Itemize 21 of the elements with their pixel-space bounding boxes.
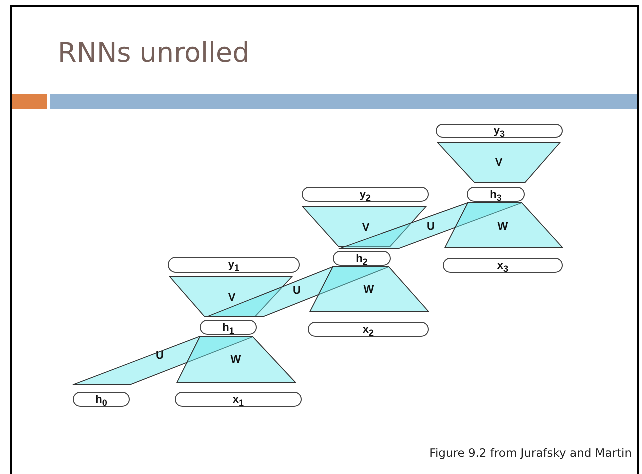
vector-box: h$_{1}$: [200, 320, 257, 335]
figure-caption: Figure 9.2 from Jurafsky and Martin: [430, 446, 632, 460]
vector-box: x$_{1}$: [175, 392, 302, 407]
weight-label: W: [498, 221, 508, 233]
weight-label: W: [364, 284, 374, 296]
vector-box: x$_{3}$: [443, 258, 563, 273]
vector-box: y$_{2}$: [302, 187, 429, 202]
vector-box: h$_{0}$: [73, 392, 130, 407]
vector-box: h$_{3}$: [467, 187, 525, 202]
slide-title: RNNs unrolled: [58, 38, 250, 69]
vector-box: y$_{3}$: [436, 124, 563, 138]
weight-label: U: [427, 221, 435, 233]
weight-label: V: [228, 292, 236, 304]
vector-box: x$_{2}$: [308, 322, 429, 337]
weight-label: U: [156, 350, 164, 362]
weight-label: V: [362, 222, 370, 234]
weight-label: U: [293, 285, 301, 297]
weight-label: V: [495, 157, 503, 169]
weight-label: W: [230, 354, 242, 366]
vector-box: h$_{2}$: [333, 251, 391, 266]
vector-box: y$_{1}$: [168, 257, 300, 273]
